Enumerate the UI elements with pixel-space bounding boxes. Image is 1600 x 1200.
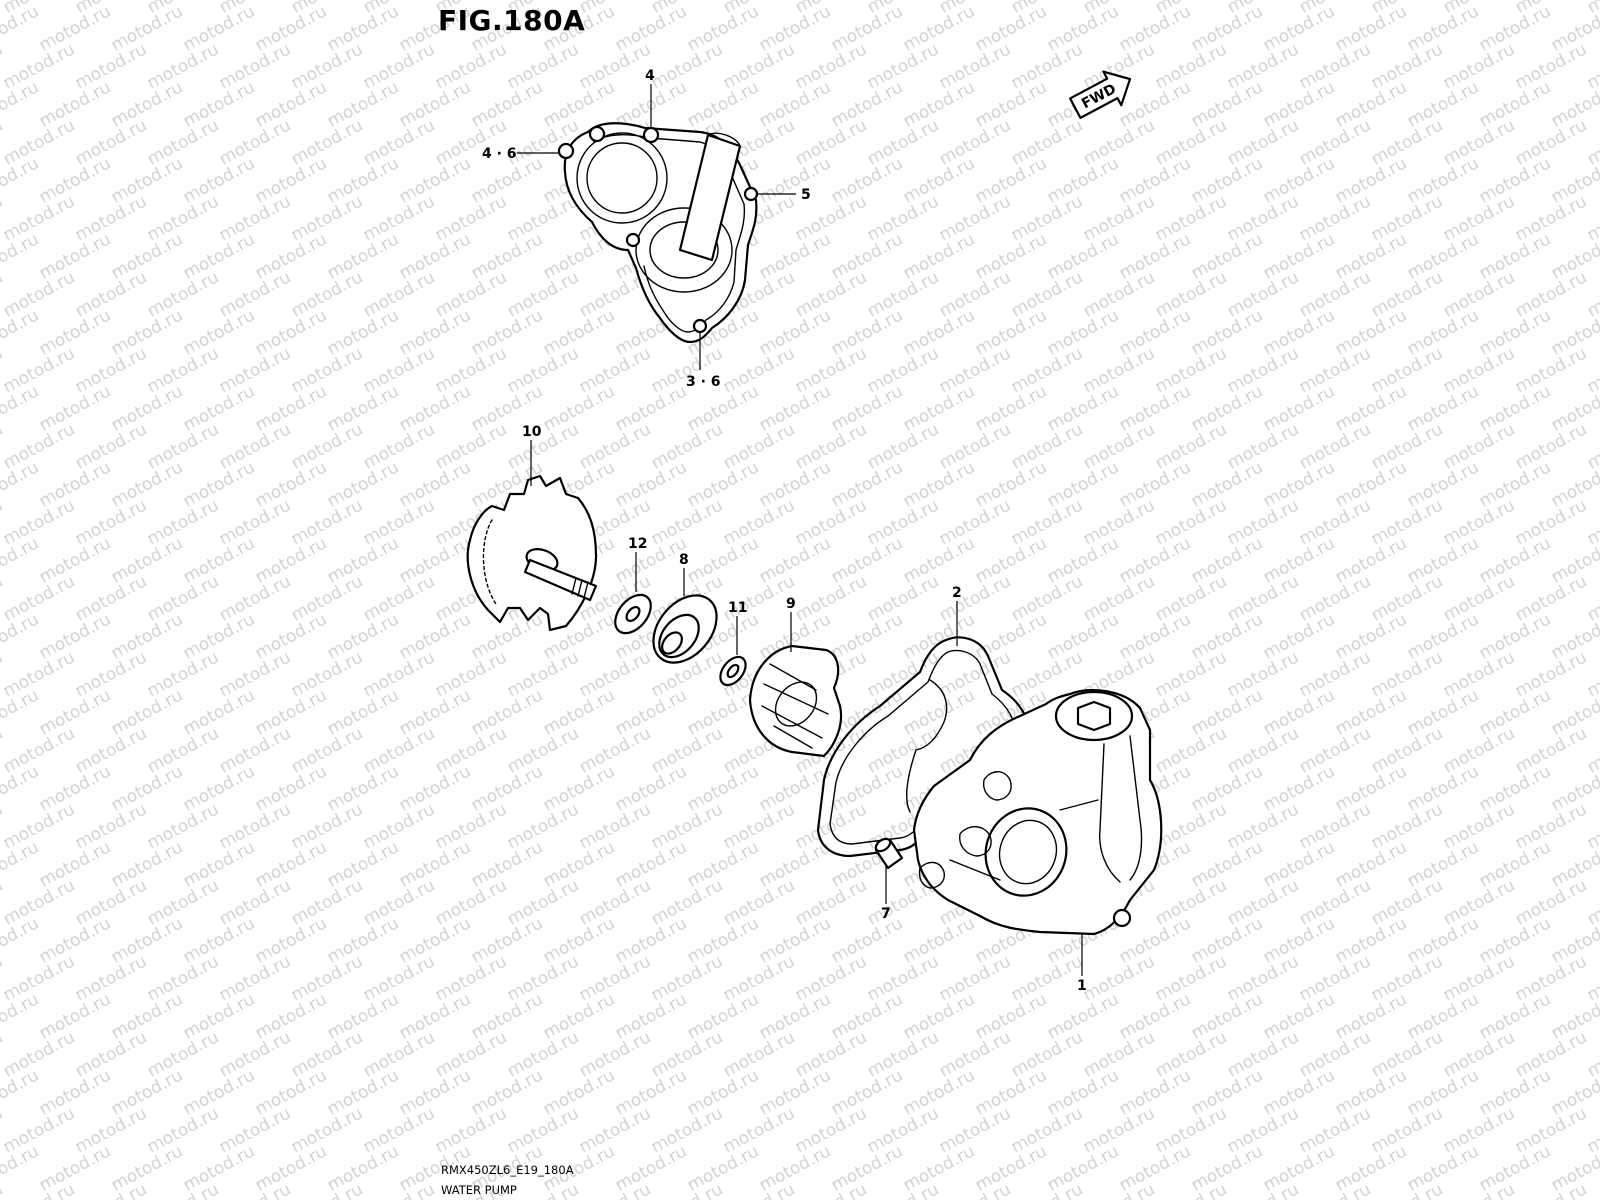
callout-11: 11 — [728, 600, 747, 616]
group-name: WATER PUMP — [441, 1183, 517, 1197]
callout-7: 7 — [881, 906, 891, 922]
callout-2: 2 — [952, 585, 962, 601]
callout-3-6: 3 · 6 — [686, 374, 721, 390]
callout-4: 4 — [645, 68, 655, 84]
impeller — [748, 644, 843, 758]
dowel-pin — [874, 837, 904, 870]
callout-5: 5 — [801, 187, 811, 203]
callout-10: 10 — [522, 424, 542, 440]
pump-cover — [557, 122, 759, 344]
figure-title: FIG.180A — [438, 4, 586, 37]
pump-case — [912, 688, 1163, 936]
leader-lines — [517, 84, 1083, 976]
o-ring — [719, 655, 747, 687]
model-code: RMX450ZL6_E19_180A — [441, 1163, 574, 1177]
washer — [614, 593, 652, 635]
mechanical-seal — [652, 594, 718, 664]
impeller-gear — [466, 474, 598, 632]
callout-12: 12 — [628, 536, 647, 552]
callout-8: 8 — [679, 552, 689, 568]
fwd-arrow-icon: FWD — [1069, 70, 1132, 119]
callout-9: 9 — [786, 596, 796, 612]
callout-labels: 4 4 · 6 5 3 · 6 10 12 8 11 9 2 7 1 — [482, 68, 1087, 994]
callout-1: 1 — [1077, 978, 1087, 994]
callout-4-6: 4 · 6 — [482, 146, 517, 162]
